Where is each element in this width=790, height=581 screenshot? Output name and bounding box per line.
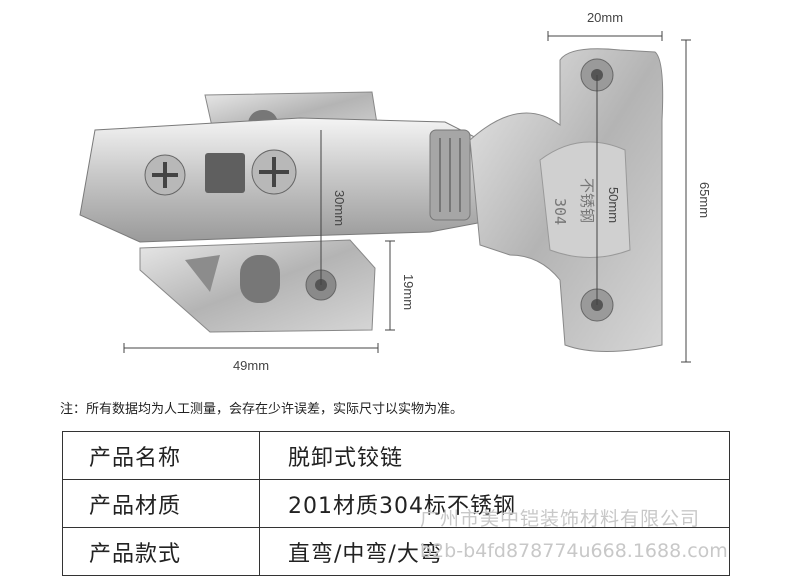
cup-stamp-grade: 304 (551, 198, 569, 225)
spec-label: 产品款式 (62, 527, 260, 576)
spec-table: 产品名称 脱卸式铰链 产品材质 201材质304标不锈钢 产品款式 直弯/中弯/… (62, 431, 730, 576)
dim-height-total: 65mm (697, 182, 712, 218)
dim-plate-height: 19mm (401, 274, 416, 310)
table-row: 产品款式 直弯/中弯/大弯 (62, 527, 730, 576)
hinge-diagram: 不锈钢 304 20mm 49mm 65mm 50mm 30mm 19mm (79, 10, 712, 373)
spec-label: 产品名称 (62, 431, 260, 480)
dim-hole-spacing: 50mm (606, 187, 621, 223)
dim-arm-height: 30mm (332, 190, 347, 226)
hinge-arm (79, 117, 521, 243)
watermark-company: 广州市美中铠装饰材料有限公司 (420, 508, 701, 530)
watermark-site: b2b-b4fd878774u668.1688.com (420, 540, 728, 562)
dim-top-width: 20mm (587, 10, 623, 25)
measurement-note: 注：所有数据均为人工测量，会存在少许误差，实际尺寸以实物为准。 (60, 402, 464, 417)
dim-bottom-width: 49mm (233, 358, 269, 373)
spec-value: 直弯/中弯/大弯 (259, 527, 730, 576)
hinge-cup: 不锈钢 304 (469, 48, 664, 352)
spec-label: 产品材质 (62, 479, 260, 528)
table-row: 产品材质 201材质304标不锈钢 (62, 479, 730, 528)
spec-value: 201材质304标不锈钢 (259, 479, 730, 528)
table-row: 产品名称 脱卸式铰链 (62, 431, 730, 480)
spec-value: 脱卸式铰链 (259, 431, 730, 480)
dimension-lines (123, 31, 691, 363)
cup-stamp-material: 不锈钢 (578, 178, 596, 223)
